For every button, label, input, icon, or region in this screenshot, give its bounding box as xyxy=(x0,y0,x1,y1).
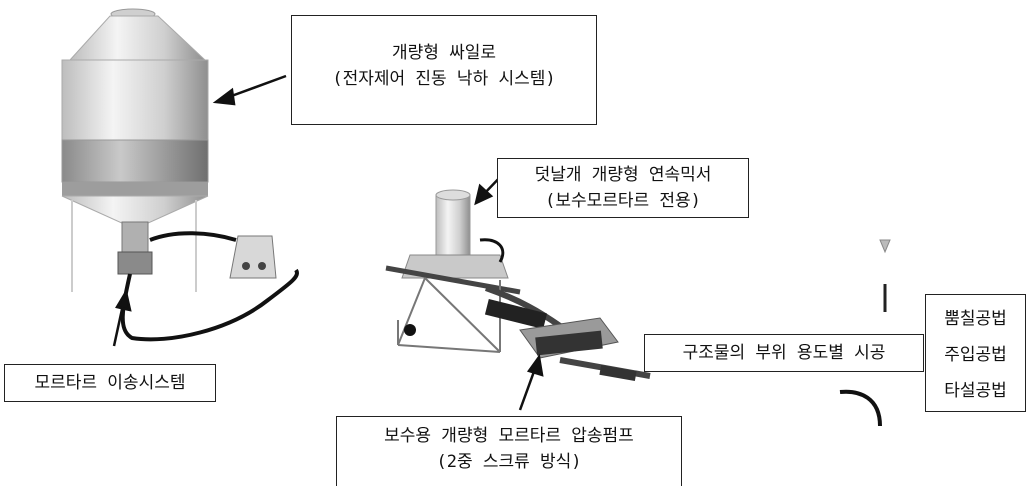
construction-title: 구조물의 부위 용도별 시공 xyxy=(682,343,886,363)
silo-title: 개량형 싸일로 xyxy=(391,43,497,63)
pump-title: 보수용 개량형 모르타르 압송펌프 xyxy=(384,426,634,446)
mixer-subtitle: (보수모르타르 전용) xyxy=(545,191,701,211)
pump-label-box: 보수용 개량형 모르타르 압송펌프 (2중 스크류 방식) xyxy=(336,416,682,486)
mixer-label-box: 덧날개 개량형 연속믹서 (보수모르타르 전용) xyxy=(497,158,749,218)
silo-illustration xyxy=(61,8,299,342)
transfer-label-box: 모르타르 이송시스템 xyxy=(4,364,216,402)
method-spray: 뿜칠공법 xyxy=(944,309,1007,329)
pump-subtitle: (2중 스크류 방식) xyxy=(436,452,582,472)
pointer-arrows xyxy=(112,74,544,411)
method-injection: 주입공법 xyxy=(944,345,1007,365)
mixer-title: 덧날개 개량형 연속믹서 xyxy=(534,165,712,185)
construction-label-box: 구조물의 부위 용도별 시공 xyxy=(644,334,924,372)
methods-list-box: 뿜칠공법 주입공법 타설공법 xyxy=(925,294,1026,412)
mixer-pump-illustration xyxy=(385,189,651,382)
transfer-title: 모르타르 이송시스템 xyxy=(34,373,186,393)
method-casting: 타설공법 xyxy=(944,381,1007,401)
silo-label-box: 개량형 싸일로 (전자제어 진동 낙하 시스템) xyxy=(291,15,597,125)
nozzle-hose-illustration xyxy=(839,239,891,427)
silo-subtitle: (전자제어 진동 낙하 시스템) xyxy=(332,69,556,89)
